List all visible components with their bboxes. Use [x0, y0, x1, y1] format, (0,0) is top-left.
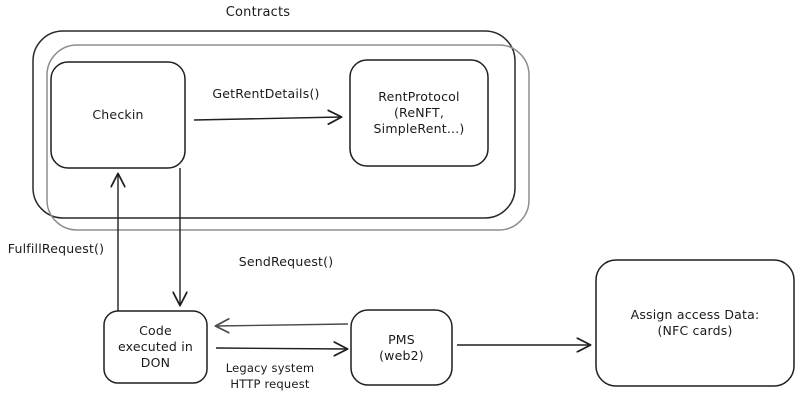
node-assign-shape[interactable]	[595, 259, 795, 387]
node-checkin-label: Checkin	[92, 107, 144, 122]
contracts-group-outer-border	[32, 30, 516, 219]
node-checkin-shape[interactable]	[50, 61, 186, 169]
edge-label-legacy-http-request: Legacy system HTTP request	[225, 361, 315, 391]
contracts-group-inner-border	[46, 44, 530, 231]
edge-label-get-rent-details: GetRentDetails()	[212, 86, 320, 101]
node-don-label: Code executed in DON	[117, 323, 194, 370]
edge-checkin-to-rentprotocol	[193, 117, 341, 120]
edge-pms-to-don	[216, 324, 349, 326]
node-pms-label: PMS (web2)	[379, 331, 424, 363]
edge-label-fulfill-request: FulfillRequest()	[7, 241, 105, 256]
node-assign-label: Assign access Data: (NFC cards)	[630, 307, 760, 338]
node-pms-shape[interactable]	[350, 309, 453, 386]
edge-don-to-pms	[215, 348, 347, 349]
edge-label-send-request: SendRequest()	[238, 254, 334, 269]
node-don-shape[interactable]	[103, 310, 208, 384]
contracts-group-title: Contracts	[225, 5, 291, 20]
node-rentprotocol-shape[interactable]	[349, 59, 489, 167]
node-rentprotocol-label: RentProtocol (ReNFT, SimpleRent...)	[373, 89, 465, 136]
